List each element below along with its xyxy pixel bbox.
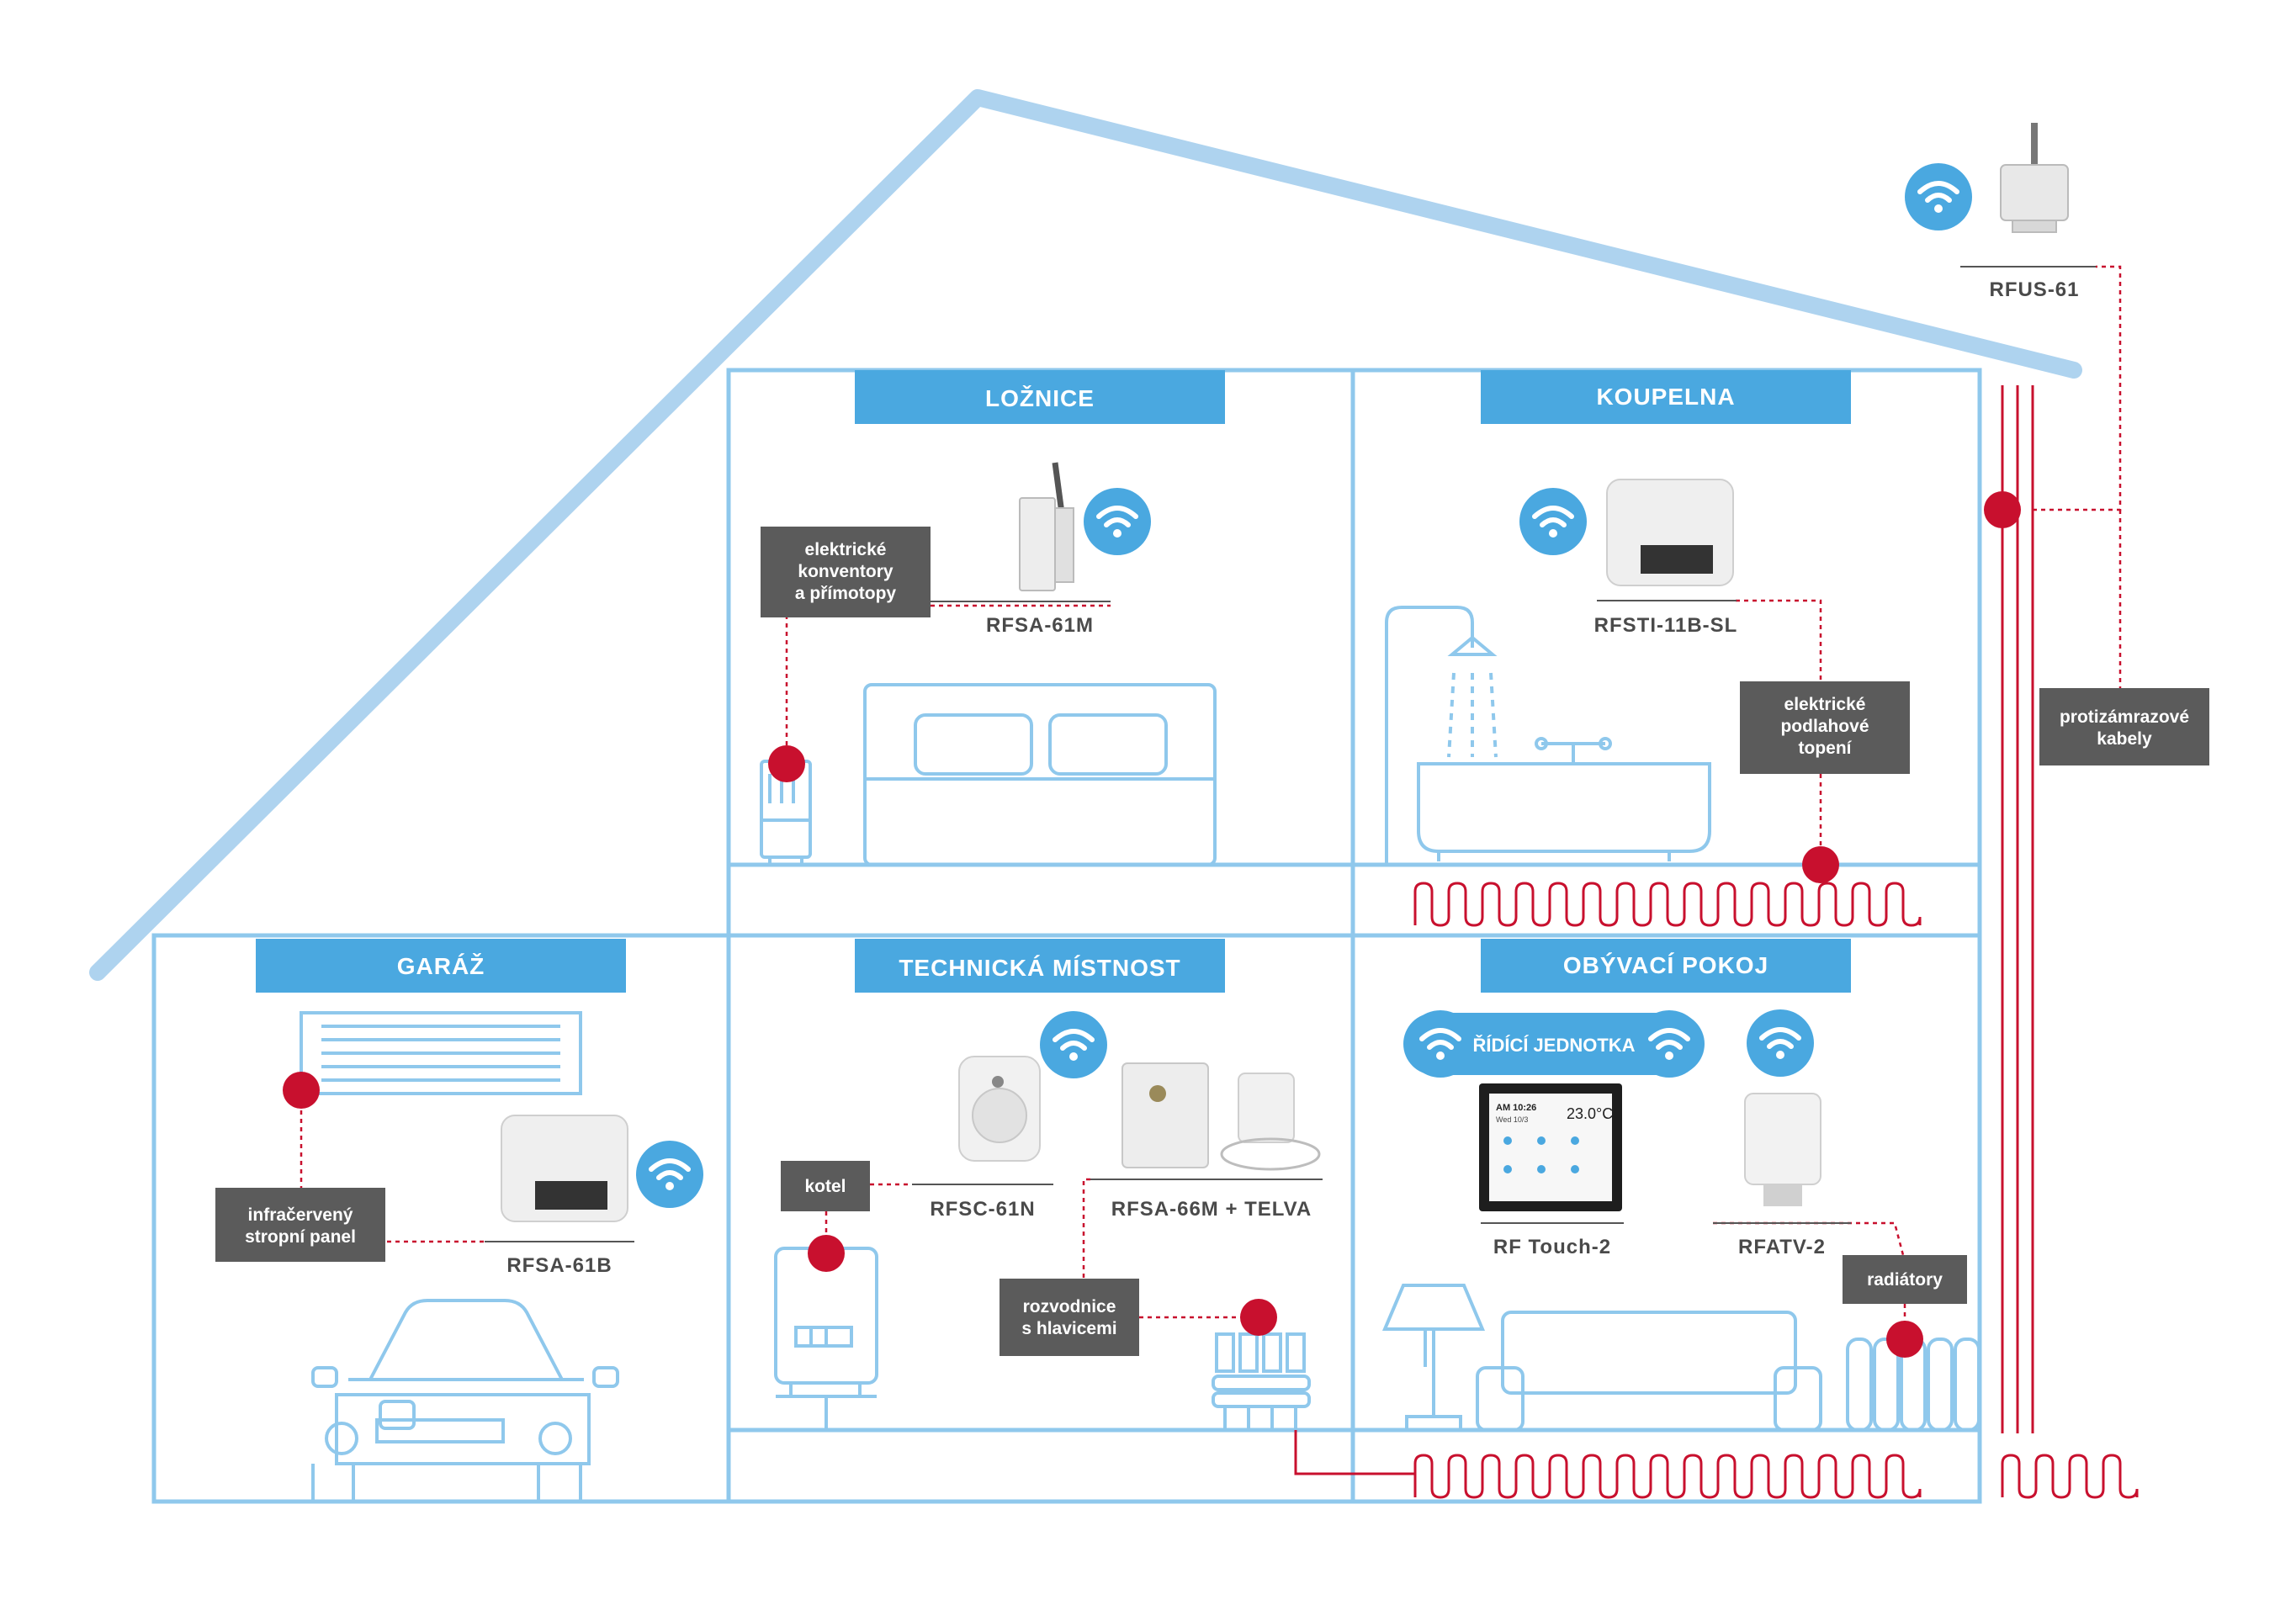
- note-kotel: kotel: [781, 1161, 870, 1211]
- room-title-garaz: GARÁŽ: [397, 953, 485, 979]
- ir-panel-icon: [300, 1011, 582, 1095]
- wifi-icon: [636, 1141, 703, 1208]
- room-title-technicka: TECHNICKÁ MÍSTNOST: [899, 955, 1180, 981]
- device-labels: RFUS-61 RFSA-61M RFSTI-11B-SL RFSA-61B R…: [485, 266, 2096, 1277]
- svg-text:kabely: kabely: [2097, 729, 2152, 749]
- note-konvektory: elektrické konventory a přímotopy: [761, 527, 931, 617]
- wifi-icon: [1084, 488, 1151, 555]
- svg-text:elektrické: elektrické: [805, 540, 887, 559]
- control-unit-pill: ŘÍDÍCÍ JEDNOTKA: [1403, 1010, 1705, 1078]
- note-rozvodnice: rozvodnice s hlavicemi: [1000, 1279, 1139, 1356]
- label-rf-touch-2: RF Touch-2: [1493, 1236, 1611, 1258]
- label-rfsc-61n: RFSC-61N: [930, 1198, 1035, 1221]
- note-protizamrazove: protizámrazové kabely: [2039, 688, 2209, 765]
- svg-text:podlahové: podlahové: [1780, 717, 1869, 736]
- svg-text:rozvodnice: rozvodnice: [1023, 1297, 1116, 1316]
- svg-text:elektrické: elektrické: [1784, 695, 1866, 714]
- label-rfsa-61b: RFSA-61B: [506, 1254, 612, 1277]
- rfsa-66m-telva-device: [1121, 1062, 1321, 1171]
- svg-text:kotel: kotel: [804, 1177, 846, 1196]
- control-unit-label: ŘÍDÍCÍ JEDNOTKA: [1472, 1035, 1635, 1056]
- lamp-icon: [1381, 1284, 1486, 1432]
- wifi-icon: [1747, 1009, 1814, 1077]
- label-rfsti: RFSTI-11B-SL: [1594, 614, 1738, 637]
- wifi-icon: [1040, 1011, 1107, 1078]
- rfsc-61n-device: [958, 1056, 1041, 1162]
- rfsti-device: [1606, 479, 1734, 586]
- touch-temp: 23.0°C: [1567, 1105, 1613, 1122]
- rfus-61-device: [2000, 123, 2069, 233]
- label-rfsa-66m: RFSA-66M + TELVA: [1111, 1198, 1312, 1221]
- heating-cable-icon: [1294, 385, 2139, 1499]
- svg-text:radiátory: radiátory: [1867, 1270, 1943, 1290]
- bed-icon: [863, 683, 1217, 866]
- room-title-obyvaci: OBÝVACÍ POKOJ: [1563, 952, 1768, 978]
- rfatv-2-device: [1744, 1093, 1821, 1206]
- car-icon: [311, 1299, 619, 1503]
- label-rfatv-2: RFATV-2: [1738, 1236, 1826, 1258]
- room-heading-technicka: TECHNICKÁ MÍSTNOST: [855, 939, 1225, 993]
- manifold-icon: [1212, 1332, 1311, 1430]
- sofa-icon: [1476, 1311, 1822, 1432]
- note-infra: infračervený stropní panel: [215, 1188, 385, 1262]
- boiler-icon: [774, 1247, 878, 1430]
- rfsa-61m-device: [1019, 462, 1074, 591]
- roof-line: [89, 89, 2082, 981]
- room-title-loznice: LOŽNICE: [985, 385, 1095, 411]
- room-heading-koupelna: KOUPELNA: [1481, 370, 1851, 424]
- svg-text:infračervený: infračervený: [248, 1205, 353, 1225]
- svg-text:s hlavicemi: s hlavicemi: [1021, 1319, 1116, 1338]
- svg-text:protizámrazové: protizámrazové: [2060, 707, 2189, 727]
- note-podlahove: elektrické podlahové topení: [1740, 681, 1910, 774]
- house-walls: [151, 368, 1982, 1504]
- rf-touch-2-device: AM 10:26 Wed 10/3 23.0°C: [1479, 1083, 1622, 1211]
- room-title-koupelna: KOUPELNA: [1596, 384, 1735, 410]
- room-heading-obyvaci: OBÝVACÍ POKOJ: [1481, 939, 1851, 993]
- svg-text:a přímotopy: a přímotopy: [795, 584, 896, 603]
- svg-text:stropní panel: stropní panel: [245, 1227, 356, 1247]
- label-rfsa-61m: RFSA-61M: [986, 614, 1094, 637]
- rfsa-61b-device: [501, 1115, 628, 1222]
- touch-time: AM 10:26: [1496, 1103, 1536, 1113]
- room-heading-garaz: GARÁŽ: [256, 939, 626, 993]
- svg-text:konventory: konventory: [798, 562, 893, 581]
- sensor-points: [283, 491, 2021, 1358]
- touch-date: Wed 10/3: [1496, 1115, 1528, 1124]
- label-rfus-61: RFUS-61: [1989, 278, 2079, 301]
- wifi-icon: [1905, 163, 1972, 230]
- note-radiatory: radiátory: [1843, 1255, 1967, 1304]
- svg-text:topení: topení: [1799, 739, 1853, 758]
- bathtub-icon: [1417, 737, 1711, 861]
- shower-icon: [1385, 606, 1498, 865]
- wifi-icon: [1519, 488, 1587, 555]
- room-heading-loznice: LOŽNICE: [855, 370, 1225, 424]
